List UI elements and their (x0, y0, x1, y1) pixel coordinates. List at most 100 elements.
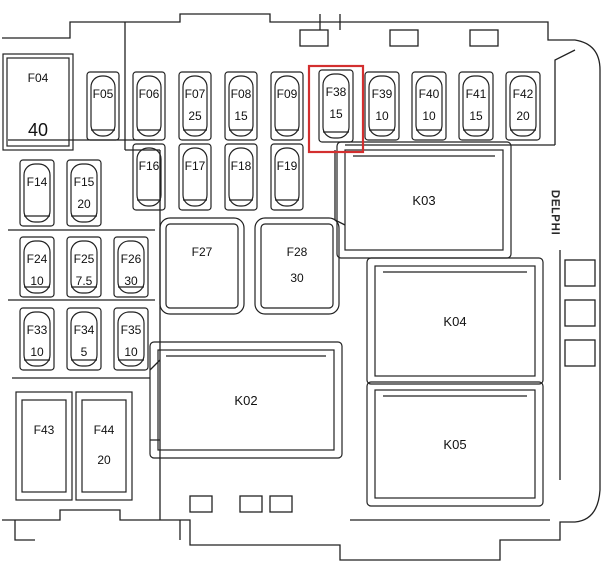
fuse-body (462, 75, 490, 137)
highlight-layer (307, 64, 365, 154)
housing-outline (8, 139, 155, 301)
fuse-label: F05 (93, 87, 114, 101)
fuse-body (322, 73, 350, 139)
fuse-body (274, 147, 300, 207)
fuse-socket (66, 236, 102, 298)
fuse-body (260, 223, 334, 309)
fuse-socket (178, 71, 212, 141)
relay-body (374, 265, 536, 377)
relay-socket (366, 257, 544, 385)
fuse-socket (132, 143, 166, 211)
fuse-socket (66, 159, 102, 227)
housing-outline (554, 49, 576, 145)
fuse-f19: F19 (270, 143, 304, 211)
fuse-body (117, 240, 145, 294)
fuse-amperage: 20 (97, 453, 111, 467)
fuse-f38: F38 15 (318, 69, 354, 143)
fuse-body (182, 147, 208, 207)
fuse-label: F09 (277, 87, 298, 101)
housing-outline (2, 13, 601, 561)
housing-outline (14, 520, 181, 541)
fuse-label: F28 (287, 245, 308, 259)
relay-k04: K04 (366, 257, 544, 385)
fuse-socket (86, 71, 120, 141)
fuse-body (2, 53, 74, 151)
fuse-label: F43 (34, 423, 55, 437)
housing-notch (564, 299, 596, 327)
fuse-body (70, 240, 98, 294)
fuse-body (136, 75, 162, 137)
fuse-socket (318, 69, 354, 143)
fuse-label: F33 (27, 323, 48, 337)
fuse-body (274, 75, 300, 137)
fuse-body (136, 147, 162, 207)
fuse-body (368, 75, 396, 137)
brand-layer: DELPHI (549, 190, 562, 236)
fuse-socket (270, 143, 304, 211)
fuse-amperage: 20 (77, 197, 91, 211)
fuse-body (165, 223, 239, 309)
fuse-socket (505, 71, 541, 141)
housing-tab (269, 495, 293, 513)
highlight-box (307, 64, 365, 154)
fuse-f06: F06 (132, 71, 166, 141)
fuse-amperage: 15 (329, 107, 343, 121)
fuse-label: F24 (27, 252, 48, 266)
fuse-label: F25 (74, 252, 95, 266)
fuse-label: F35 (121, 323, 142, 337)
fuse-label: F39 (372, 87, 393, 101)
fuse-housing (159, 217, 245, 315)
fuse-socket (113, 236, 149, 298)
fuse-label: F38 (326, 85, 347, 99)
fuse-socket (224, 143, 258, 211)
fuse-f14: F14 (19, 159, 55, 227)
fuse-f28: F28 30 (254, 217, 340, 315)
housing-tab (469, 29, 499, 47)
relay-socket (366, 381, 544, 507)
fuse-body (23, 240, 51, 294)
fuse-body (90, 75, 116, 137)
fuse-body (75, 391, 133, 501)
fuse-amperage: 10 (30, 274, 44, 288)
fuse-body (228, 75, 254, 137)
fuse-amperage: 20 (516, 109, 530, 123)
fuse-amperage: 40 (28, 120, 48, 140)
fuse-inner (81, 399, 127, 493)
fuse-f17: F17 (178, 143, 212, 211)
relay-label: K03 (412, 193, 435, 208)
fuse-f27: F27 (159, 217, 245, 315)
fuse-amperage: 10 (30, 345, 44, 359)
fuse-body (182, 75, 208, 137)
brand-logo: DELPHI (549, 190, 561, 236)
fuse-socket (19, 307, 55, 371)
fuse-amperage: 30 (290, 271, 304, 285)
fuse-inner (21, 399, 67, 493)
fuse-body (228, 147, 254, 207)
fuse-label: F19 (277, 159, 298, 173)
fuse-socket (178, 143, 212, 211)
fuse-label: F34 (74, 323, 95, 337)
fuse-body (509, 75, 537, 137)
relay-body (344, 149, 504, 251)
fuse-socket (458, 71, 494, 141)
fuse-socket (364, 71, 400, 141)
fuse-body (23, 163, 51, 223)
fuse-f18: F18 (224, 143, 258, 211)
fuse-inner (6, 57, 70, 147)
fuse-label: F18 (231, 159, 252, 173)
fuse-body (117, 311, 145, 367)
housing-tab (239, 495, 263, 513)
fuse-socket (270, 71, 304, 141)
relay-label: K05 (443, 437, 466, 452)
fuse-body (70, 311, 98, 367)
relay-k02: K02 (149, 341, 343, 459)
relay-label: K04 (443, 314, 466, 329)
fuse-f05: F05 (86, 71, 120, 141)
fuse-body (415, 75, 443, 137)
